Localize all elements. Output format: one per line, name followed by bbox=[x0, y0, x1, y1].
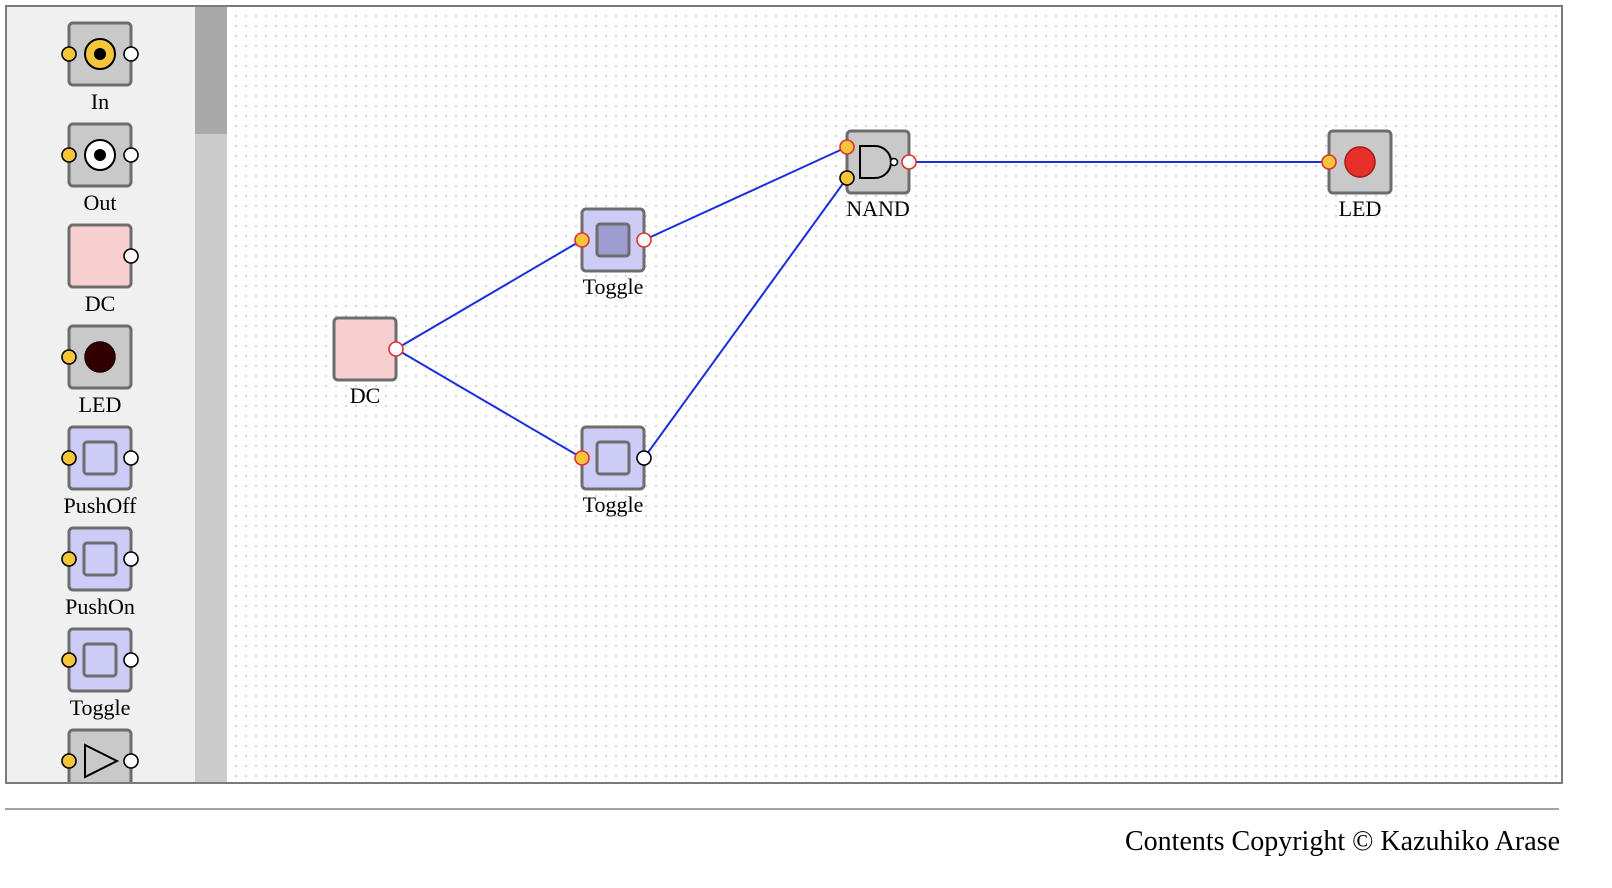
palette-scrollbar-thumb[interactable] bbox=[195, 7, 227, 134]
node-label: LED bbox=[79, 392, 122, 417]
switch-button-icon bbox=[82, 440, 118, 476]
buffer-gate-icon bbox=[84, 743, 120, 779]
wire-2[interactable] bbox=[395, 348, 583, 459]
output-pin[interactable] bbox=[636, 232, 652, 248]
input-pin[interactable] bbox=[61, 450, 77, 466]
switch-button-icon bbox=[595, 222, 631, 258]
wire-3[interactable] bbox=[643, 146, 848, 241]
wire-1[interactable] bbox=[395, 239, 583, 350]
switch-button-icon bbox=[595, 440, 631, 476]
output-pin[interactable] bbox=[123, 450, 139, 466]
wires bbox=[395, 146, 1329, 459]
input-pin[interactable] bbox=[61, 652, 77, 668]
node-label: Toggle bbox=[583, 274, 644, 299]
input-pin[interactable] bbox=[61, 551, 77, 567]
node-body bbox=[67, 223, 133, 289]
switch-button-icon bbox=[82, 642, 118, 678]
led-node[interactable]: LED bbox=[1321, 129, 1393, 221]
output-pin[interactable] bbox=[901, 154, 917, 170]
palette-led-3-node[interactable]: LED bbox=[61, 324, 133, 417]
palette-out-1-node[interactable]: Out bbox=[61, 122, 139, 215]
palette-switch-5-node[interactable]: PushOn bbox=[61, 526, 139, 619]
node-label: PushOff bbox=[64, 493, 138, 518]
wire-4[interactable] bbox=[643, 177, 848, 459]
terminal-dot bbox=[94, 48, 106, 60]
input-pin[interactable] bbox=[61, 147, 77, 163]
led-lamp-icon bbox=[84, 341, 116, 373]
palette-buffer-7-node[interactable] bbox=[61, 728, 139, 782]
input-pin[interactable] bbox=[574, 232, 590, 248]
palette-scrollbar[interactable] bbox=[195, 7, 227, 782]
terminal-dot bbox=[94, 149, 106, 161]
node-label: In bbox=[91, 89, 109, 114]
node-label: Toggle bbox=[583, 492, 644, 517]
input-pin[interactable] bbox=[61, 753, 77, 769]
node-body bbox=[332, 316, 398, 382]
inverter-bubble-icon bbox=[889, 157, 899, 167]
switch-button-icon bbox=[82, 541, 118, 577]
output-pin[interactable] bbox=[636, 450, 652, 466]
node-label: Toggle bbox=[70, 695, 131, 720]
output-pin[interactable] bbox=[123, 652, 139, 668]
node-label: DC bbox=[350, 383, 381, 408]
input-pin[interactable] bbox=[61, 46, 77, 62]
output-pin[interactable] bbox=[123, 46, 139, 62]
input-pin[interactable] bbox=[574, 450, 590, 466]
palette-dc-2-node[interactable]: DC bbox=[67, 223, 139, 316]
node-body bbox=[845, 129, 911, 195]
footer-divider bbox=[5, 808, 1559, 810]
node-label: LED bbox=[1339, 196, 1382, 221]
node-label: DC bbox=[85, 291, 116, 316]
output-pin[interactable] bbox=[123, 248, 139, 264]
toggle-1-node[interactable]: Toggle bbox=[574, 207, 652, 299]
input-pin[interactable] bbox=[1321, 154, 1337, 170]
node-label: PushOn bbox=[65, 594, 135, 619]
palette-in-0-node[interactable]: In bbox=[61, 21, 139, 114]
dc-node[interactable]: DC bbox=[332, 316, 404, 408]
output-pin[interactable] bbox=[123, 147, 139, 163]
input-pin[interactable] bbox=[61, 349, 77, 365]
nand-node[interactable]: NAND bbox=[839, 129, 917, 221]
palette-switch-6-node[interactable]: Toggle bbox=[61, 627, 139, 720]
led-lamp-icon bbox=[1344, 146, 1376, 178]
node-label: Out bbox=[84, 190, 117, 215]
node-body bbox=[67, 728, 133, 782]
output-pin[interactable] bbox=[123, 753, 139, 769]
palette-switch-4-node[interactable]: PushOff bbox=[61, 425, 139, 518]
node-label: NAND bbox=[846, 196, 910, 221]
output-pin[interactable] bbox=[388, 341, 404, 357]
input-pin-2[interactable] bbox=[839, 170, 855, 186]
copyright-text: Contents Copyright © Kazuhiko Arase bbox=[1125, 826, 1560, 857]
input-pin-1[interactable] bbox=[839, 139, 855, 155]
toggle-2-node[interactable]: Toggle bbox=[574, 425, 652, 517]
output-pin[interactable] bbox=[123, 551, 139, 567]
